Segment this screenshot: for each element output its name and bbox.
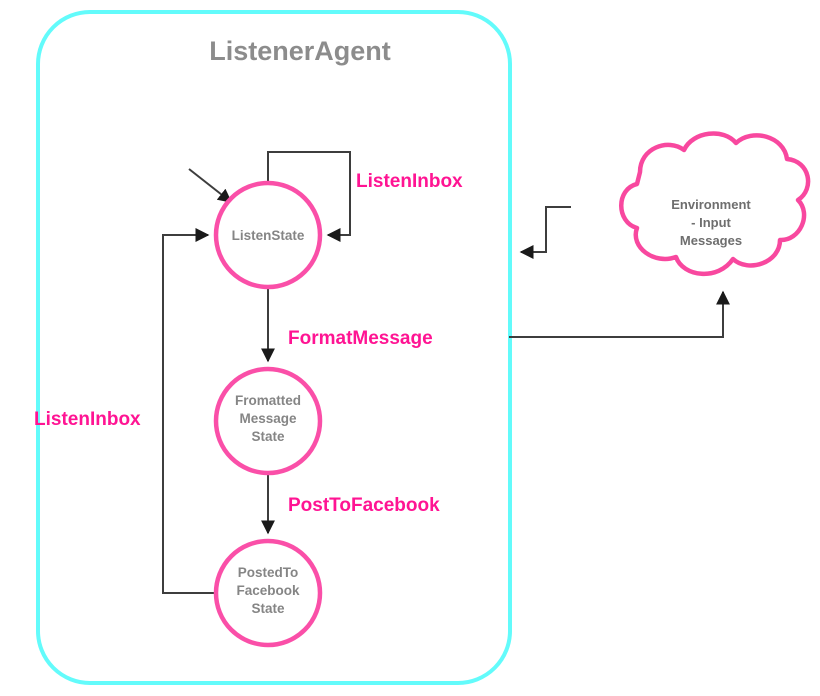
edge-label-post-to-facebook: PostToFacebook bbox=[288, 495, 440, 516]
edge-label-listen-inbox-self: ListenInbox bbox=[356, 171, 463, 192]
agent-title: ListenerAgent bbox=[209, 36, 391, 66]
state-label-listen-state: ListenState bbox=[232, 228, 305, 243]
agent-container bbox=[36, 10, 512, 685]
edge-label-listen-inbox-return: ListenInbox bbox=[34, 409, 141, 430]
state-circle-formatted-message-state bbox=[213, 366, 323, 476]
environment-cloud-node[interactable]: Environment - Input Messages bbox=[619, 131, 811, 276]
edge-listen-inbox-return bbox=[162, 228, 216, 594]
state-node-listen-state[interactable]: ListenState bbox=[213, 180, 323, 290]
cloud-shape bbox=[619, 131, 811, 276]
state-node-formatted-message-state[interactable]: Fromatted Message State bbox=[213, 366, 323, 476]
edge-agent-to-environment bbox=[509, 290, 730, 338]
state-label-formatted-line-1: Fromatted bbox=[235, 393, 301, 408]
state-label-formatted-line-3: State bbox=[251, 429, 285, 444]
cloud-label-line-2: - Input bbox=[691, 215, 731, 230]
state-node-posted-to-facebook-state[interactable]: PostedTo Facebook State bbox=[213, 538, 323, 648]
state-circle-posted-to-facebook-state bbox=[213, 538, 323, 648]
state-label-posted-line-3: State bbox=[251, 601, 285, 616]
edge-label-format-message: FormatMessage bbox=[288, 328, 433, 349]
state-circle-listen-state bbox=[213, 180, 323, 290]
initial-state-arrow bbox=[188, 168, 233, 203]
state-label-posted-line-1: PostedTo bbox=[238, 565, 299, 580]
state-label-formatted-line-2: Message bbox=[239, 411, 297, 426]
edge-environment-to-agent bbox=[519, 206, 571, 259]
edge-listen-inbox-self bbox=[267, 151, 351, 242]
state-label-posted-line-2: Facebook bbox=[236, 583, 300, 598]
cloud-label-line-1: Environment bbox=[671, 197, 751, 212]
cloud-label-line-3: Messages bbox=[680, 233, 742, 248]
